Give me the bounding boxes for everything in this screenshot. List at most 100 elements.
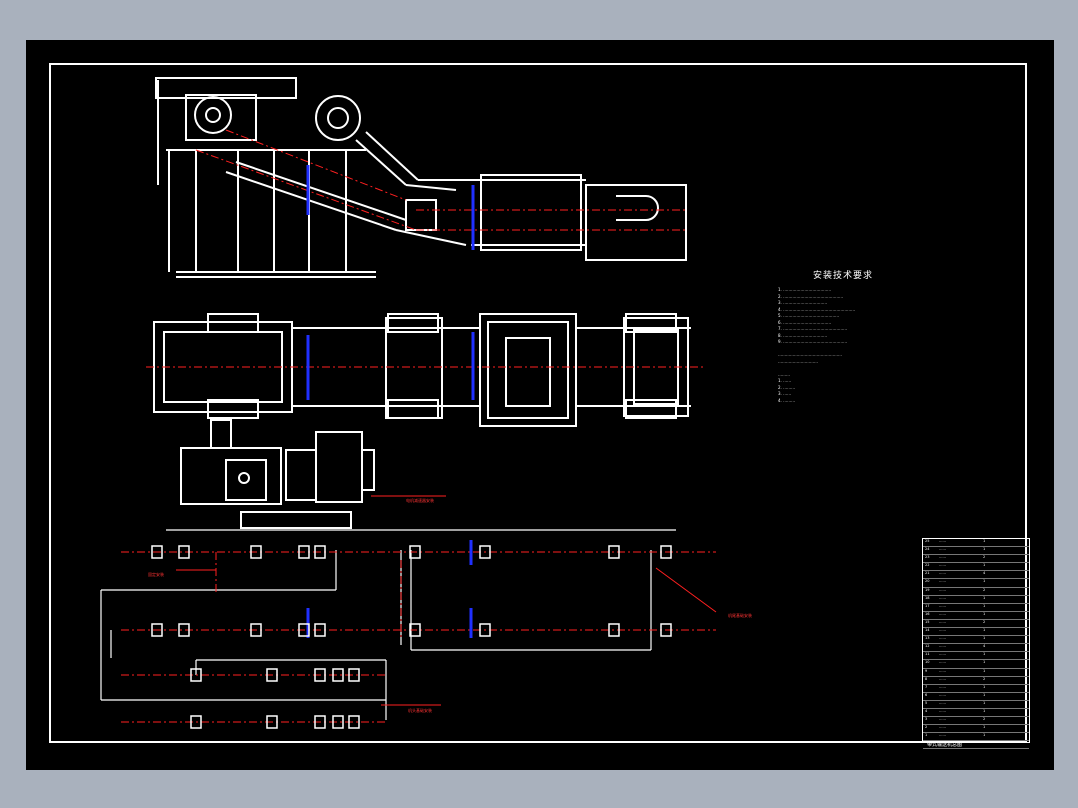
bom-no: 17: [925, 603, 930, 608]
bom-no: 13: [925, 636, 930, 641]
bom-row: 14……1: [923, 628, 1029, 637]
elevation-axes: [306, 165, 475, 250]
bom-no: 10: [925, 660, 930, 665]
bom-no: 20: [925, 579, 930, 584]
bom-no: 15: [925, 619, 930, 624]
bom-name: ……: [939, 603, 946, 608]
bom-name: ……: [939, 611, 946, 616]
drawing-sheet: 安装技术要求 1. ………………………………2. …………………………………………: [26, 40, 1054, 770]
bom-name: ……: [939, 708, 946, 713]
anchor-bolt: [348, 715, 360, 729]
anchor-bolt: [314, 715, 326, 729]
requirements-title: 安装技术要求: [813, 271, 874, 281]
bom-name: ……: [939, 539, 946, 543]
bom-qty: 1: [983, 652, 986, 657]
anchor-bolt: [178, 545, 190, 559]
bom-row: 17……1: [923, 604, 1029, 612]
requirement-line: 9. …………………………………………: [778, 339, 848, 344]
bom-qty: 2: [983, 587, 986, 592]
bom-no: 3: [925, 717, 928, 722]
anchor-bolt: [409, 545, 421, 559]
requirement-line: 2. ………: [778, 384, 796, 390]
bom-row: 11……1: [923, 652, 1029, 661]
bom-qty: 4: [983, 571, 986, 576]
bom-qty: 2: [983, 619, 986, 624]
anchor-bolt: [314, 623, 326, 637]
elevation-view: [155, 77, 687, 278]
requirement-line: ………: [778, 371, 790, 377]
bom-qty: 2: [983, 555, 986, 560]
bom-no: 11: [925, 652, 930, 657]
requirement-line: …………………………………………: [778, 352, 842, 357]
requirement-line: 8. ……………………………: [778, 332, 828, 338]
bom-no: 1: [925, 733, 928, 738]
bom-name: ……: [939, 579, 946, 584]
bom-qty: 1: [983, 539, 986, 543]
bom-row: 25 …… 1: [923, 539, 1029, 548]
foundation-axes: [306, 540, 473, 638]
anchor-bolt: [479, 623, 491, 637]
bom-name: ……: [939, 692, 946, 697]
anchor-bolt: [608, 545, 620, 559]
bom-row: 4……1: [923, 708, 1029, 718]
anchor-bolt: [608, 623, 620, 637]
bom-row: 22……1: [923, 563, 1029, 572]
title-block: 带式输送机总图: [923, 741, 1029, 750]
foundation-bolts: [151, 545, 672, 729]
requirement-line: 3. ……: [778, 391, 792, 396]
anchor-bolt: [348, 668, 360, 682]
anchor-bolt: [266, 715, 278, 729]
bom-no: 24: [925, 547, 930, 552]
bom-qty: 1: [983, 725, 986, 730]
fixed-label: 固定安装: [148, 572, 164, 577]
anchor-bolt: [178, 623, 190, 637]
bom-name: ……: [939, 628, 946, 633]
anchor-bolt: [266, 668, 278, 682]
bom-name: ……: [939, 733, 946, 738]
requirement-line: 1. ………………………………: [778, 287, 832, 292]
bom-name: ……: [939, 668, 946, 673]
bom-name: ……: [939, 555, 946, 560]
bom-no: 7: [925, 684, 928, 689]
anchor-bolt: [660, 623, 672, 637]
requirement-line: …………………………: [778, 358, 818, 364]
bom-qty: 1: [983, 668, 986, 673]
bom-name: ……: [939, 587, 946, 592]
bom-no: 25: [925, 539, 930, 543]
bom-no: 16: [925, 611, 930, 616]
bom-no: 23: [925, 555, 930, 560]
bom-qty: 1: [983, 628, 986, 633]
anchor-bolt: [151, 623, 163, 637]
head-label: 机头基础安装: [408, 708, 432, 713]
bom-row: 9 …… 1: [923, 669, 1029, 677]
bom-qty: 1: [983, 595, 986, 600]
drive-unit: [180, 419, 375, 529]
bom-row: 19……2: [923, 588, 1029, 596]
anchor-bolt: [332, 668, 344, 682]
bom-row: 10 …… 1: [923, 660, 1029, 669]
anchor-bolt: [409, 623, 421, 637]
tail-label: 机尾基础安装: [728, 613, 752, 618]
bom-row: 21……4: [923, 571, 1029, 580]
cad-drawing: [49, 63, 1027, 743]
bom-row: 23 …… 2: [923, 555, 1029, 564]
bom-name: ……: [939, 700, 946, 705]
anchor-bolt: [314, 545, 326, 559]
bom-no: 9: [925, 668, 928, 673]
bom-name: ……: [939, 684, 946, 689]
anchor-bolt: [298, 545, 310, 559]
bom-qty: 1: [983, 660, 986, 665]
bom-qty: 4: [983, 644, 986, 649]
anchor-bolt: [190, 715, 202, 729]
bom-qty: 1: [983, 692, 986, 697]
bom-qty: 1: [983, 700, 986, 705]
bom-no: 21: [925, 571, 930, 576]
bom-row: 13……1: [923, 636, 1029, 645]
requirement-line: 4. ………: [778, 397, 796, 403]
requirement-line: 4. ………………………………………………: [778, 306, 856, 312]
anchor-bolt: [298, 623, 310, 637]
elevation-centerlines: [195, 129, 686, 231]
bom-qty: 1: [983, 579, 986, 584]
bom-name: ……: [939, 660, 946, 665]
